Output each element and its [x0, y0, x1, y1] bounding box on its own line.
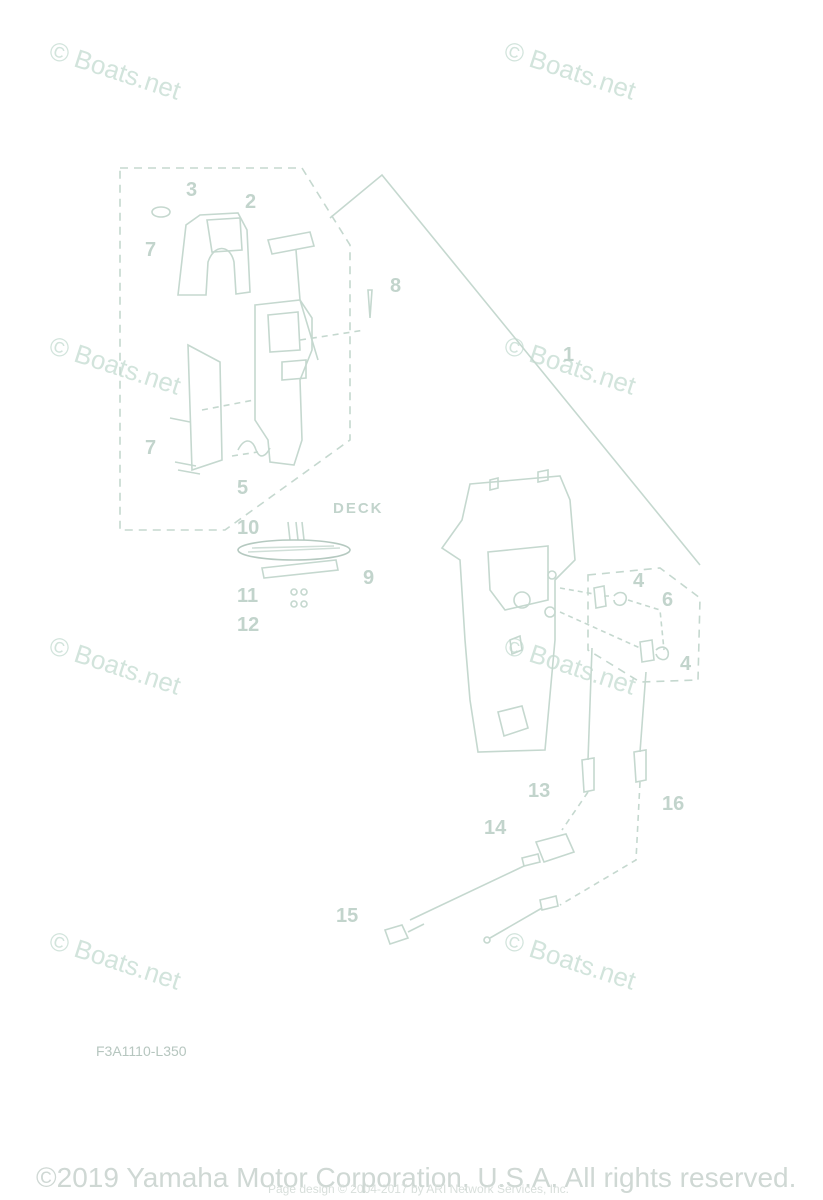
- figure-code: F3A1110-L350: [96, 1043, 187, 1059]
- deck-label: DECK: [333, 500, 384, 517]
- callout-16: 16: [662, 793, 685, 815]
- callout-6: 6: [662, 589, 674, 611]
- side-plate: [187, 343, 223, 472]
- callout-8: 8: [390, 275, 402, 297]
- callout-7: 7: [145, 239, 157, 261]
- main-assembly: [440, 475, 576, 753]
- callout-5: 5: [237, 477, 249, 499]
- part-16: [639, 671, 647, 753]
- group-outline-top: [119, 167, 351, 531]
- part-4: [593, 585, 607, 609]
- part-11: [290, 588, 298, 596]
- callout-4: 4: [680, 653, 692, 675]
- callout-15: 15: [336, 905, 359, 927]
- part-12: [290, 600, 298, 608]
- page-design-notice: Page design © 2004-2017 by ARI Network S…: [268, 1182, 570, 1196]
- part-14: [534, 833, 576, 863]
- copyright-notice: ©2019 Yamaha Motor Corporation, U.S.A. A…: [36, 1162, 797, 1193]
- callout-4: 4: [633, 570, 645, 592]
- callout-1: 1: [563, 344, 575, 366]
- part-9: [261, 559, 339, 579]
- callout-11: 11: [237, 585, 259, 607]
- group-outline-right: [587, 567, 701, 683]
- control-body: [254, 299, 313, 466]
- leader-line: [329, 173, 701, 566]
- callout-7: 7: [145, 437, 157, 459]
- callout-10: 10: [237, 517, 260, 539]
- callout-9: 9: [363, 567, 375, 589]
- callout-3: 3: [186, 179, 198, 201]
- callout-13: 13: [528, 780, 551, 802]
- part-6: [655, 646, 670, 661]
- part-8: [367, 289, 373, 319]
- callout-2: 2: [245, 191, 257, 213]
- part-3: [151, 206, 171, 218]
- handle: [266, 231, 316, 255]
- part-6: [613, 591, 628, 607]
- part-13: [587, 647, 593, 761]
- callout-12: 12: [237, 614, 260, 636]
- part-5: [237, 440, 271, 457]
- callout-14: 14: [484, 817, 507, 839]
- part-4: [639, 639, 655, 663]
- part-2: [177, 212, 251, 296]
- deck-plate: [237, 539, 351, 561]
- part-15: [383, 924, 410, 946]
- part-10: [287, 521, 305, 541]
- part-7-screw: [169, 417, 201, 475]
